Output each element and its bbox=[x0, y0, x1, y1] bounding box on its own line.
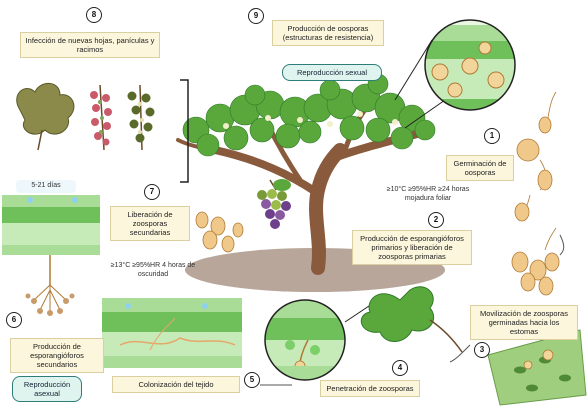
step-9-number: 9 bbox=[248, 8, 264, 24]
infected-panicle bbox=[90, 84, 112, 151]
incubation-period: 5-21 días bbox=[16, 180, 76, 193]
step-1-label: Germinación de oosporas bbox=[446, 155, 514, 181]
infected-cluster bbox=[127, 84, 155, 151]
step-4-label: Penetración de zoosporas bbox=[320, 380, 420, 397]
step-7-label: Liberación de zoosporas secundarias bbox=[110, 206, 190, 241]
asexual-reproduction-badge: Reproducción asexual bbox=[12, 376, 82, 402]
sporulating-tissue bbox=[2, 195, 100, 316]
penetration-magnified-view bbox=[264, 299, 346, 381]
step-7-number: 7 bbox=[144, 184, 160, 200]
germinating-oospores bbox=[514, 91, 557, 222]
step-8-number: 8 bbox=[86, 7, 102, 23]
grape-leaf bbox=[360, 286, 463, 353]
grape-cluster bbox=[257, 179, 291, 229]
bracket bbox=[180, 79, 189, 183]
step-8-label: Infección de nuevas hojas, panículas y r… bbox=[20, 32, 160, 58]
vine-canopy bbox=[182, 73, 436, 157]
step-3-number: 3 bbox=[474, 342, 490, 358]
primary-infection-conditions: ≥10°C ≥95%HR ≥24 horas mojadura foliar bbox=[386, 186, 470, 202]
infected-leaf bbox=[16, 82, 75, 151]
secondary-infection-conditions: ≥13°C ≥95%HR 4 horas de oscuridad bbox=[110, 262, 196, 278]
sexual-reproduction-badge: Reproducción sexual bbox=[282, 64, 382, 81]
step-2-number: 2 bbox=[428, 212, 444, 228]
zoom-line-top bbox=[394, 39, 433, 101]
step-4-number: 4 bbox=[392, 360, 408, 376]
step-3-label: Movilización de zoosporas germinadas hac… bbox=[470, 305, 578, 340]
leaf-surface-stomata bbox=[487, 329, 587, 406]
step-1-number: 1 bbox=[484, 128, 500, 144]
oospore-magnified-view bbox=[424, 19, 516, 111]
primary-sporangia bbox=[511, 227, 560, 296]
step-2-label: Producción de esporangióforos primarios … bbox=[352, 230, 472, 265]
canopy-flowers bbox=[223, 111, 398, 129]
step-5-number: 5 bbox=[244, 372, 260, 388]
colonized-tissue bbox=[102, 298, 242, 368]
secondary-zoospores bbox=[195, 211, 244, 253]
step-9-label: Producción de oosporas (estructuras de r… bbox=[272, 20, 384, 46]
step-5-label: Colonización del tejido bbox=[112, 376, 240, 393]
step-6-label: Producción de esporangióforos secundario… bbox=[10, 338, 104, 373]
step-6-number: 6 bbox=[6, 312, 22, 328]
zoom-line-top-2 bbox=[404, 99, 446, 129]
